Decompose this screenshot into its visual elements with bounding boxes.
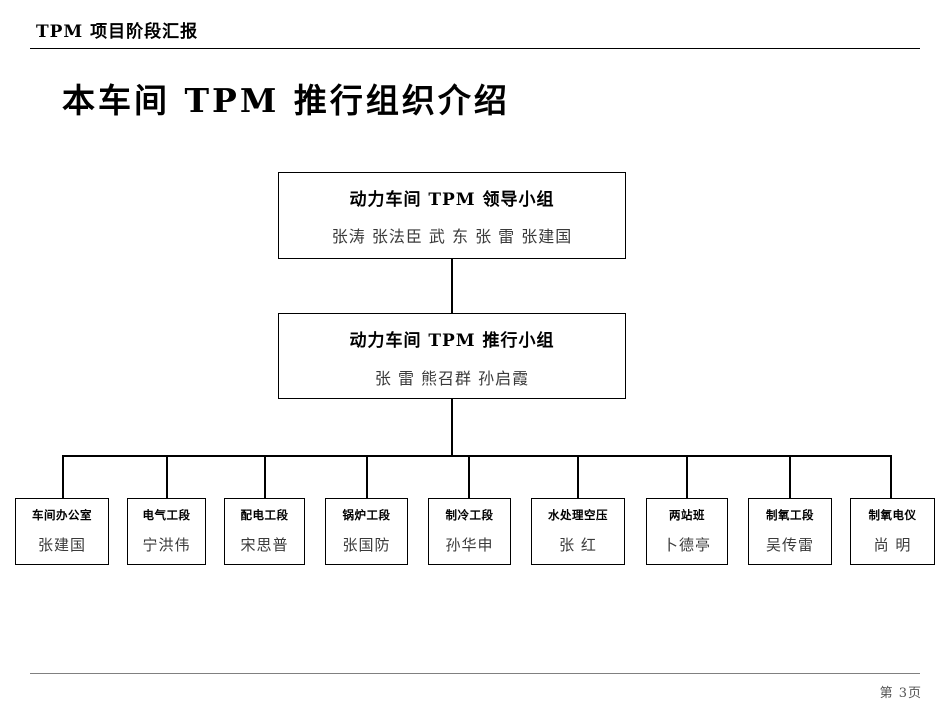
org-node-unit-6: 水处理空压 张 红 <box>531 498 625 565</box>
connector-drop-8 <box>789 455 791 499</box>
org-node-unit-1: 车间办公室 张建国 <box>15 498 109 565</box>
org-node-leadership-group: 动力车间 TPM 领导小组 张涛 张法臣 武 东 张 雷 张建国 <box>278 172 626 259</box>
org-node-unit-4: 锅炉工段 张国防 <box>325 498 408 565</box>
org-node-heading: 动力车间 TPM 领导小组 <box>349 190 555 210</box>
org-node-heading: 动力车间 TPM 推行小组 <box>349 331 555 351</box>
connector-drop-7 <box>686 455 688 499</box>
org-node-name: 尚 明 <box>873 536 912 554</box>
org-node-title: 锅炉工段 <box>342 508 391 522</box>
org-node-name: 张国防 <box>342 536 391 554</box>
org-node-title: 车间办公室 <box>32 508 92 522</box>
connector-leadership-to-execution <box>451 258 453 314</box>
connector-drop-6 <box>577 455 579 499</box>
header-divider <box>30 48 920 49</box>
page-title: 本车间 TPM 推行组织介绍 <box>62 81 510 120</box>
org-node-name: 宁洪伟 <box>142 536 191 554</box>
org-node-title: 制氧工段 <box>766 508 814 522</box>
connector-drop-1 <box>62 455 64 499</box>
connector-drop-5 <box>468 455 470 499</box>
connector-drop-4 <box>366 455 368 499</box>
connector-horizontal-bus <box>62 455 892 457</box>
org-node-execution-group: 动力车间 TPM 推行小组 张 雷 熊召群 孙启霞 <box>278 313 626 399</box>
org-node-name: 吴传雷 <box>765 536 814 554</box>
org-node-unit-8: 制氧工段 吴传雷 <box>748 498 832 565</box>
org-node-name: 张 红 <box>559 536 597 554</box>
org-node-title: 制冷工段 <box>445 508 494 522</box>
org-node-name: 孙华申 <box>445 536 494 554</box>
connector-drop-3 <box>264 455 266 499</box>
org-node-unit-5: 制冷工段 孙华申 <box>428 498 511 565</box>
org-node-name: 卜德亭 <box>662 536 711 554</box>
org-node-title: 两站班 <box>669 508 705 522</box>
org-node-unit-9: 制氧电仪 尚 明 <box>850 498 935 565</box>
org-node-name: 宋思普 <box>240 536 289 554</box>
page-number: 第 3页 <box>879 686 922 701</box>
org-node-members: 张涛 张法臣 武 东 张 雷 张建国 <box>331 227 573 246</box>
org-node-title: 配电工段 <box>240 508 289 522</box>
org-node-unit-3: 配电工段 宋思普 <box>224 498 305 565</box>
org-node-title: 制氧电仪 <box>868 508 917 522</box>
connector-drop-2 <box>166 455 168 499</box>
org-node-name: 张建国 <box>37 536 86 554</box>
footer-divider <box>30 673 920 674</box>
org-node-title: 水处理空压 <box>548 508 608 522</box>
org-node-unit-2: 电气工段 宁洪伟 <box>127 498 206 565</box>
org-node-members: 张 雷 熊召群 孙启霞 <box>374 369 530 388</box>
connector-drop-9 <box>890 455 892 499</box>
org-node-unit-7: 两站班 卜德亭 <box>646 498 728 565</box>
connector-execution-to-bus <box>451 398 453 456</box>
org-node-title: 电气工段 <box>142 508 191 522</box>
slide-header-title: TPM 项目阶段汇报 <box>36 22 199 42</box>
